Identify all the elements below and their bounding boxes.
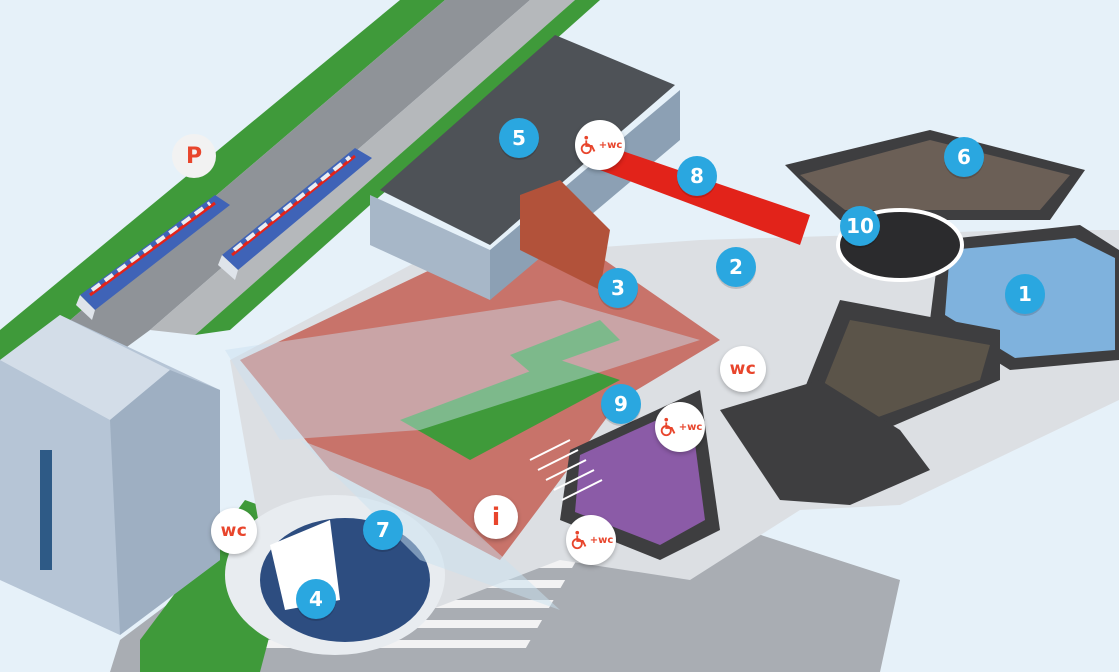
tower-side xyxy=(110,370,220,635)
zone-5-label: 5 xyxy=(512,126,526,150)
hall-right-bottom xyxy=(720,380,930,505)
zone-6-label: 6 xyxy=(957,145,971,169)
glass-bridge xyxy=(225,300,700,440)
info-label: i xyxy=(491,503,501,531)
zone-4-label: 4 xyxy=(309,587,323,611)
wc-marker[interactable]: wc xyxy=(211,508,257,554)
red-wall xyxy=(600,145,810,245)
accessible-wc-label: +wc xyxy=(598,139,623,151)
zone-2-label: 2 xyxy=(729,255,743,279)
grass-strip-2 xyxy=(195,0,600,335)
accessible-wc-marker[interactable]: +wc xyxy=(575,120,625,170)
parking-label: P xyxy=(185,143,203,169)
wheelchair-icon xyxy=(580,135,596,155)
zone-1-label: 1 xyxy=(1018,282,1032,306)
zone-3-marker[interactable]: 3 xyxy=(598,268,638,308)
parking-marker[interactable]: P xyxy=(172,134,216,178)
accessible-wc-marker[interactable]: +wc xyxy=(655,402,705,452)
brick-wall xyxy=(520,180,610,290)
zone-9-marker[interactable]: 9 xyxy=(601,384,641,424)
theatre-10-ring xyxy=(836,208,964,282)
zone-8-marker[interactable]: 8 xyxy=(677,156,717,196)
wc-marker[interactable]: wc xyxy=(720,346,766,392)
zone-8-label: 8 xyxy=(690,164,704,188)
accessible-wc-marker[interactable]: +wc xyxy=(566,515,616,565)
zone-9-label: 9 xyxy=(614,392,628,416)
zone-6-marker[interactable]: 6 xyxy=(944,137,984,177)
zone-4-marker[interactable]: 4 xyxy=(296,579,336,619)
wheelchair-icon xyxy=(571,530,587,550)
zone-5-marker[interactable]: 5 xyxy=(499,118,539,158)
wc-label: wc xyxy=(729,359,757,379)
train xyxy=(76,195,230,320)
wheelchair-icon xyxy=(660,417,676,437)
zone-10-label: 10 xyxy=(846,214,874,238)
zone-10-marker[interactable]: 10 xyxy=(840,206,880,246)
zone-3-label: 3 xyxy=(611,276,625,300)
lower-glass-walkway xyxy=(300,440,560,610)
wc-label: wc xyxy=(220,521,248,541)
railway-track xyxy=(0,0,530,440)
tower-window xyxy=(40,450,52,570)
tower-top xyxy=(0,315,170,420)
hall-6-floor xyxy=(800,140,1070,210)
accessible-wc-label: +wc xyxy=(678,421,703,433)
info-marker[interactable]: i xyxy=(474,495,518,539)
staircase xyxy=(529,439,603,501)
zone-1-marker[interactable]: 1 xyxy=(1005,274,1045,314)
zone-7-label: 7 xyxy=(376,518,390,542)
hall-yellow-floor xyxy=(820,320,990,420)
train xyxy=(218,148,372,280)
zone-7-marker[interactable]: 7 xyxy=(363,510,403,550)
green-floor-2 xyxy=(510,320,620,372)
zone-2-marker[interactable]: 2 xyxy=(716,247,756,287)
accessible-wc-label: +wc xyxy=(589,534,614,546)
upper-gallery-front xyxy=(370,195,490,300)
green-floor xyxy=(400,360,620,460)
